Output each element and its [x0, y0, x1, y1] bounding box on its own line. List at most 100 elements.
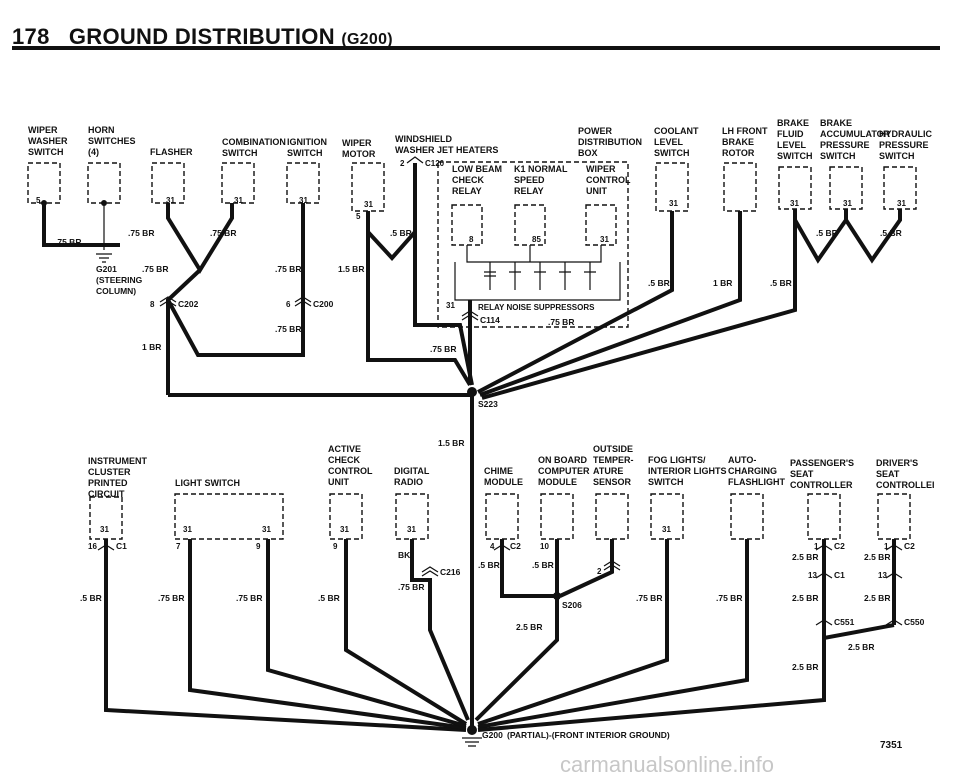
horn-label-2: SWITCHES	[88, 136, 136, 146]
s223-label: S223	[478, 399, 498, 409]
chime-label-1: CHIME	[484, 466, 513, 476]
noise-suppressors-label: RELAY NOISE SUPPRESSORS	[478, 303, 595, 312]
wire-brake-down	[481, 220, 797, 400]
c114-label: C114	[480, 315, 500, 325]
c2-driver-label: C2	[904, 541, 915, 551]
digital-radio-label-1: DIGITAL	[394, 466, 430, 476]
brake-fluid-label-3: LEVEL	[777, 140, 807, 150]
auto-charging-label-2: CHARGING	[728, 466, 777, 476]
wire-wiper-motor	[366, 163, 417, 261]
light-switch-box	[174, 493, 284, 540]
horn-label-3: (4)	[88, 147, 99, 157]
pin-coolant-31: 31	[669, 199, 678, 208]
active-check-label-2: CHECK	[328, 455, 361, 465]
page-number: 178	[12, 24, 50, 49]
wire-auto-charging	[477, 539, 749, 729]
wire-label-15br-2: 1.5 BR	[438, 438, 464, 448]
c1-instrument-connector-icon	[97, 544, 115, 551]
pin-light-31b: 31	[262, 525, 271, 534]
suppressor-caps	[484, 271, 596, 277]
brake-acc-label-3: PRESSURE	[820, 140, 870, 150]
wire-label-b13: 2.5 BR	[792, 593, 818, 603]
c1-driver-pin: 13	[878, 571, 887, 580]
passenger-seat-label-3: CONTROLLER	[790, 480, 853, 490]
pin-pdb-31: 31	[446, 301, 455, 310]
pin-light-31a: 31	[183, 525, 192, 534]
passenger-seat-label-1: PASSENGER'S	[790, 458, 854, 468]
wire-label-b14: 2.5 BR	[864, 593, 890, 603]
outside-temp-label-2: TEMPER-	[593, 455, 634, 465]
hydraulic-label-2: PRESSURE	[879, 140, 929, 150]
c202-label: C202	[178, 299, 199, 309]
wiper-motor-label-1: WIPER	[342, 138, 372, 148]
wire-label-b9: .75 BR	[636, 593, 662, 603]
fog-label-2: INTERIOR LIGHTS	[648, 466, 727, 476]
pin-driver-1: 1	[884, 542, 889, 551]
windshield-label-1: WINDSHIELD	[395, 134, 452, 144]
obc-label-1: ON BOARD	[538, 455, 587, 465]
wire-label-b8: 2.5 BR	[516, 622, 542, 632]
wiper-washer-box	[27, 162, 61, 204]
pin-light-9: 9	[256, 542, 261, 551]
pin-brake-fluid-31: 31	[790, 199, 799, 208]
relay-labels: LOW BEAM CHECK RELAY K1 NORMAL SPEED REL…	[452, 164, 631, 312]
relay-low-beam-box	[451, 204, 483, 246]
pin-obc-10: 10	[540, 542, 549, 551]
brake-fluid-label-4: SWITCH	[777, 151, 813, 161]
driver-seat-box	[877, 493, 911, 540]
wire-label-b12: 2.5 BR	[864, 552, 890, 562]
combination-box	[221, 162, 255, 204]
node-horn	[101, 200, 107, 206]
bottom-labels: INSTRUMENT CLUSTER PRINTED CIRCUIT LIGHT…	[88, 444, 935, 499]
wiper-washer-label-3: SWITCH	[28, 147, 64, 157]
outside-temp-label-1: OUTSIDE	[593, 444, 633, 454]
ignition-label-2: SWITCH	[287, 148, 323, 158]
combination-label-2: SWITCH	[222, 148, 258, 158]
c114-connector-icon	[461, 310, 479, 321]
wire-label-75br-8: .75 BR	[548, 317, 574, 327]
bottom-wires	[104, 539, 896, 732]
relay-k1-2: SPEED	[514, 175, 545, 185]
wire-label-5br-2: .5 BR	[648, 278, 670, 288]
c551-c550-connector-icon	[815, 619, 903, 626]
relay-lowbeam-2: CHECK	[452, 175, 485, 185]
bottom-boxes	[89, 493, 911, 540]
wire-wiper-washer	[42, 203, 120, 247]
auto-charging-label-1: AUTO-	[728, 455, 756, 465]
instrument-label-2: CLUSTER	[88, 467, 131, 477]
pin-flasher-31: 31	[166, 196, 175, 205]
c2-seat-connector-icon	[815, 544, 903, 551]
s206-label: S206	[562, 600, 582, 610]
pin-fog-31: 31	[662, 525, 671, 534]
wire-c200-join	[166, 299, 305, 357]
flasher-label: FLASHER	[150, 147, 193, 157]
wire-instrument	[104, 539, 467, 732]
pin-radio-31: 31	[407, 525, 416, 534]
pin-relay-31: 31	[600, 235, 609, 244]
relay-wiper-3: UNIT	[586, 186, 607, 196]
lh-brake-label-2: BRAKE	[722, 137, 754, 147]
wiper-washer-label-2: WASHER	[28, 136, 68, 146]
coolant-label-2: LEVEL	[654, 137, 684, 147]
relay-k1-1: K1 NORMAL	[514, 164, 568, 174]
wire-label-75br-3: .75 BR	[210, 228, 236, 238]
active-check-label-1: ACTIVE	[328, 444, 361, 454]
brake-fluid-label-2: FLUID	[777, 129, 804, 139]
driver-seat-label-2: SEAT	[876, 469, 900, 479]
power-dist-label-3: BOX	[578, 148, 598, 158]
outside-temp-box	[595, 493, 629, 540]
chime-box	[485, 493, 519, 540]
page-title-text: GROUND DISTRIBUTION	[68, 24, 335, 49]
bottom-symbols	[97, 544, 903, 747]
wire-acc-hydraulic	[844, 209, 902, 264]
outside-temp-label-4: SENSOR	[593, 477, 632, 487]
brake-acc-label-4: SWITCH	[820, 151, 856, 161]
pin-wiper-motor-5: 5	[356, 212, 361, 221]
chime-label-2: MODULE	[484, 477, 523, 487]
wire-label-b4: .5 BR	[318, 593, 340, 603]
c551-label: C551	[834, 617, 855, 627]
windshield-label-2: WASHER JET HEATERS	[395, 145, 498, 155]
g200-ground-icon	[462, 737, 482, 747]
instrument-label-1: INSTRUMENT	[88, 456, 147, 466]
active-check-label-3: CONTROL	[328, 466, 373, 476]
